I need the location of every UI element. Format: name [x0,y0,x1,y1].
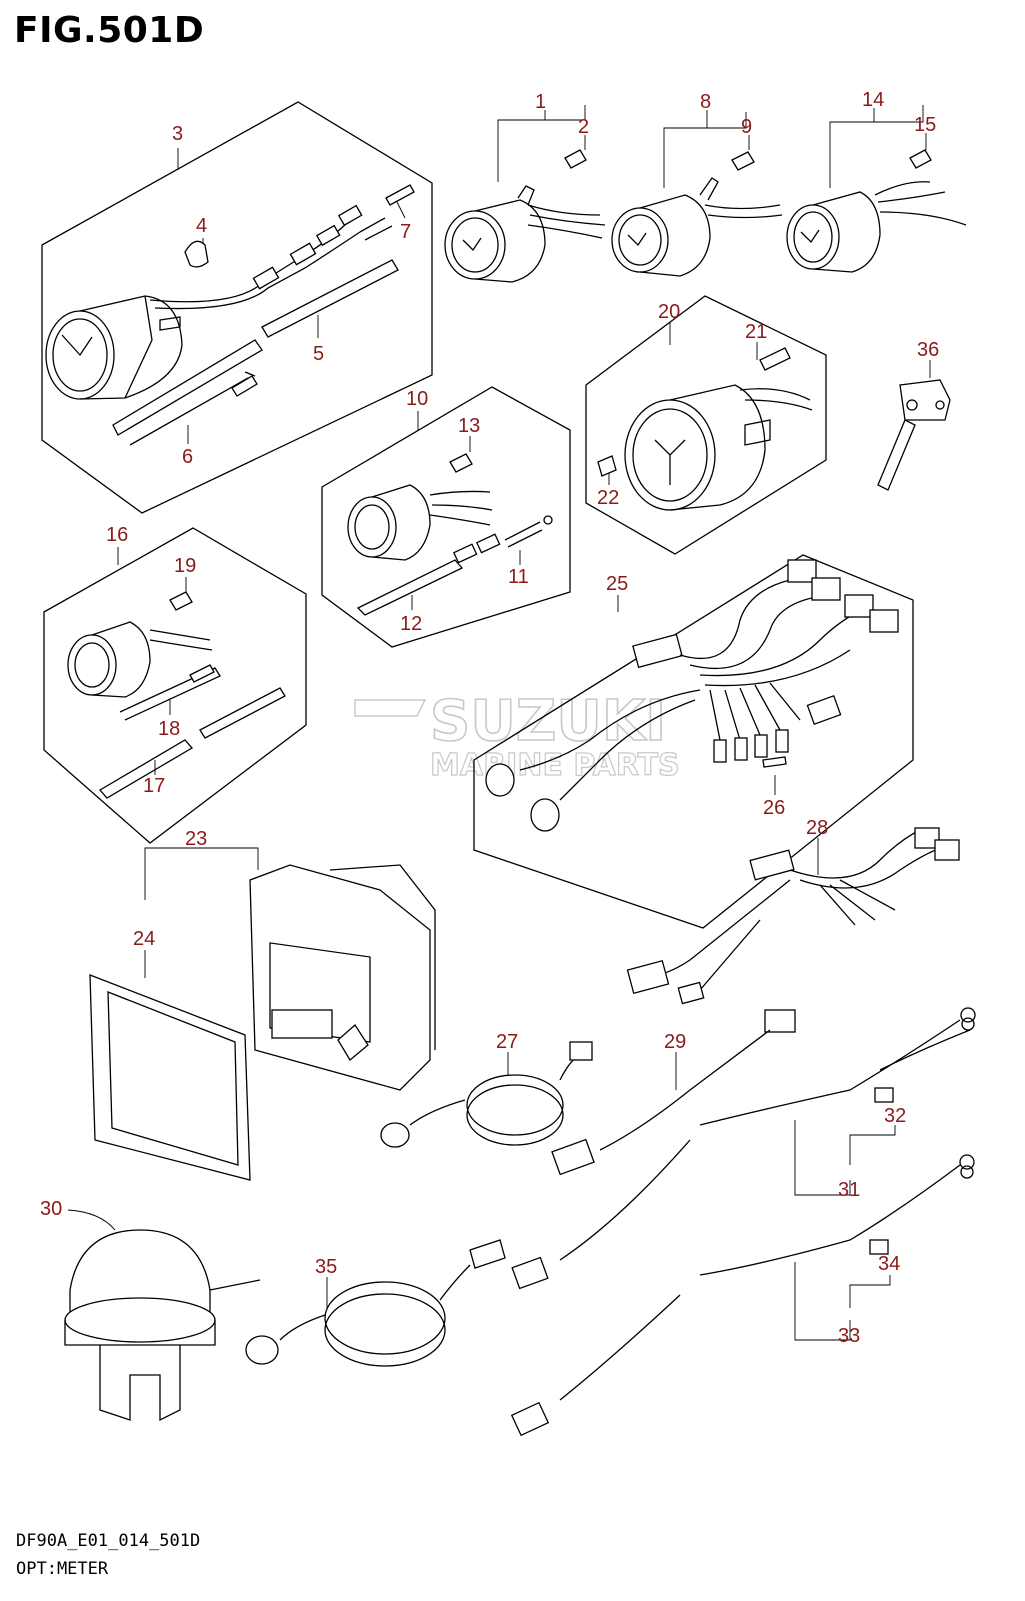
callout-3: 3 [172,123,183,145]
callout-20: 20 [658,301,680,323]
part-33-cable [510,1154,975,1437]
callout-labels: 1 2 3 4 5 6 7 8 9 10 11 12 13 14 15 16 1… [40,89,939,1347]
callout-2: 2 [578,116,589,138]
callout-35: 35 [315,1256,337,1278]
callout-32: 32 [884,1105,906,1127]
callout-8: 8 [700,91,711,113]
callout-21: 21 [745,321,767,343]
figure-code: DF90A_E01_014_501D [16,1531,201,1551]
callout-16: 16 [106,524,128,546]
part-29-cable [551,1009,796,1176]
callout-1: 1 [535,91,546,113]
callout-31: 31 [838,1179,860,1201]
callout-26: 26 [763,797,785,819]
part-30-antenna [64,1229,261,1422]
callout-19: 19 [174,555,196,577]
callout-11: 11 [508,566,529,588]
callout-13: 13 [458,415,480,437]
part-8-gauge [611,151,783,277]
part-24-bezel [89,974,251,1181]
part-28-harness [626,827,960,1005]
leader-lines [67,105,931,1341]
part-25-harness [485,559,899,832]
figure-title: FIG.501D [14,10,205,51]
callout-10: 10 [406,388,428,410]
part-35-cable [245,1239,506,1367]
part-36-sensor [877,379,951,491]
callout-9: 9 [741,116,752,138]
part-20-gauge-set [597,347,813,511]
callout-18: 18 [158,718,180,740]
callout-15: 15 [914,114,936,136]
callout-24: 24 [133,928,155,950]
part-10-gauge-set [347,453,553,616]
callout-36: 36 [917,339,939,361]
callout-29: 29 [664,1031,686,1053]
watermark-line2: MARINE PARTS [430,748,680,783]
callout-22: 22 [597,487,619,509]
part-31-cable [511,1007,976,1290]
part-23-display [249,864,436,1091]
callout-28: 28 [806,817,828,839]
part-3-gauge-set [45,184,415,446]
callout-4: 4 [196,215,207,237]
part-1-gauge [444,149,606,283]
part-14-gauge [786,149,967,273]
callout-17: 17 [143,775,165,797]
part-27-cable [380,1041,593,1148]
callout-5: 5 [313,343,324,365]
callout-23: 23 [185,828,207,850]
callout-7: 7 [400,221,411,243]
callout-12: 12 [400,613,422,635]
group-boxes [41,101,914,929]
callout-27: 27 [496,1031,518,1053]
callout-30: 30 [40,1198,62,1220]
callout-14: 14 [862,89,884,111]
figure-name: OPT:METER [16,1559,109,1579]
callout-34: 34 [878,1253,900,1275]
watermark-brand: SUZUKI [430,689,666,754]
callout-6: 6 [182,446,193,468]
callout-33: 33 [838,1325,860,1347]
watermark: SUZUKI MARINE PARTS [354,688,680,784]
part-16-gauge-set [67,591,286,799]
callout-25: 25 [606,573,628,595]
